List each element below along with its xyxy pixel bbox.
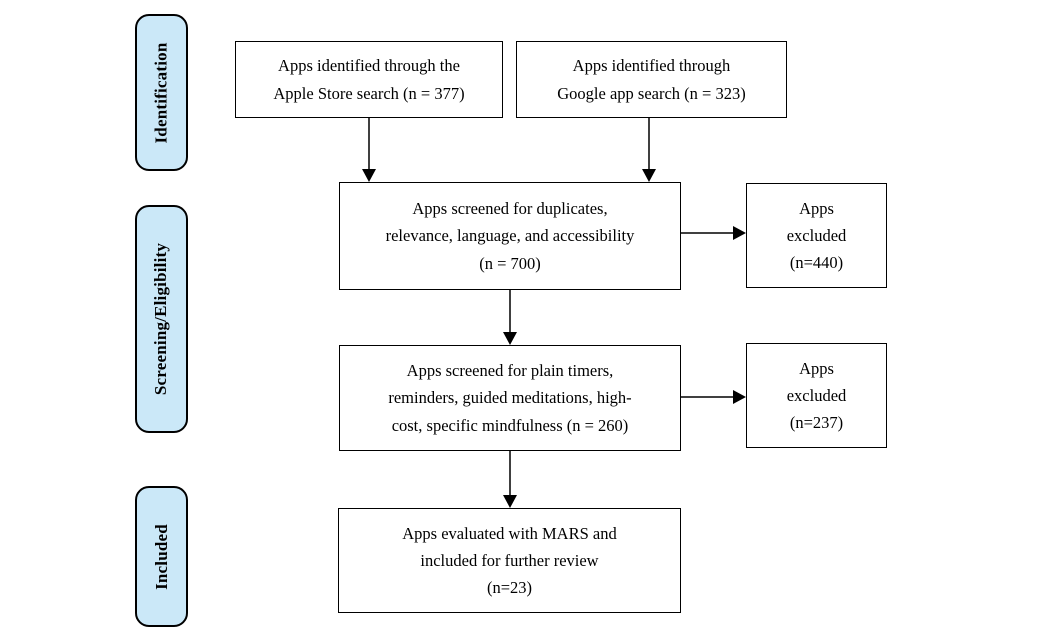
- box-screened-duplicates: Apps screened for duplicates, relevance,…: [339, 182, 681, 290]
- stage-label-included: Included: [135, 486, 188, 627]
- arrow-screening-to-eligibility: [503, 290, 517, 345]
- stage-label-text: Identification: [151, 41, 171, 144]
- stage-label-identification: Identification: [135, 14, 188, 171]
- stage-label-text: Included: [151, 523, 171, 590]
- box-screened-criteria: Apps screened for plain timers, reminder…: [339, 345, 681, 451]
- box-excluded-second: Apps excluded (n=237): [746, 343, 887, 448]
- box-evaluated-mars-included: Apps evaluated with MARS and included fo…: [338, 508, 681, 613]
- arrow-eligibility-to-included: [503, 451, 517, 508]
- arrow-google-to-screening: [642, 118, 656, 182]
- arrow-eligibility-to-excluded2: [681, 390, 746, 404]
- arrow-apple-to-screening: [362, 118, 376, 182]
- stage-label-text: Screening/Eligibility: [151, 242, 171, 396]
- box-google-identified: Apps identified through Google app searc…: [516, 41, 787, 118]
- box-apple-store-identified: Apps identified through the Apple Store …: [235, 41, 503, 118]
- arrow-screening-to-excluded1: [681, 226, 746, 240]
- stage-label-screening-eligibility: Screening/Eligibility: [135, 205, 188, 433]
- box-excluded-first: Apps excluded (n=440): [746, 183, 887, 288]
